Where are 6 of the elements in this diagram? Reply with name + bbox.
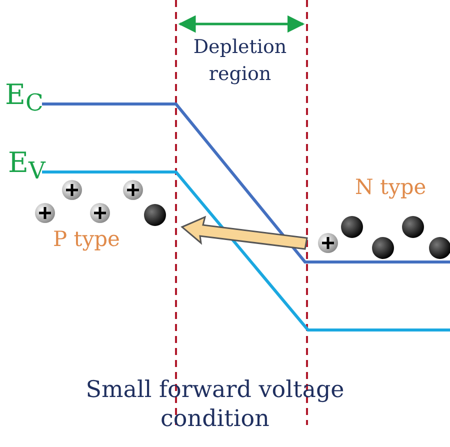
band-label: E$_{C}$ bbox=[5, 78, 44, 117]
band-label: E$_{V}$ bbox=[8, 146, 46, 185]
caption: Small forward voltage condition bbox=[84, 376, 346, 434]
region-label: P type bbox=[53, 227, 120, 251]
region-label: N type bbox=[355, 175, 426, 199]
region-label: Depletion region bbox=[192, 35, 288, 87]
